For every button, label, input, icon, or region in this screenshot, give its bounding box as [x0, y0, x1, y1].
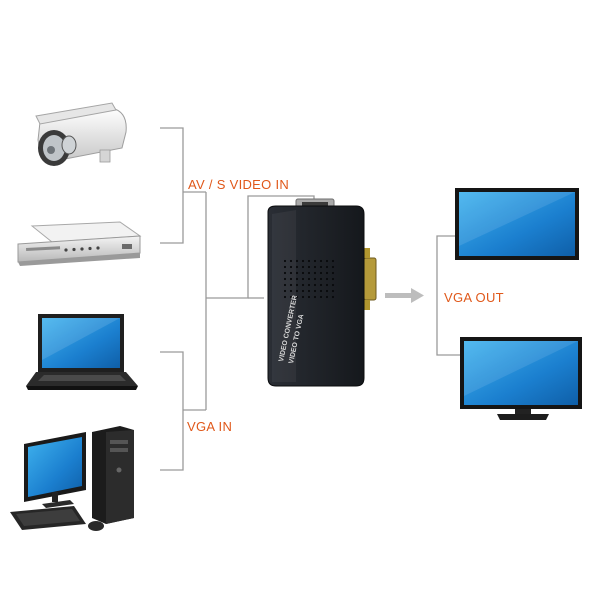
video-converter-device: VIDEO CONVERTER VIDEO TO VGA	[267, 198, 377, 387]
output-arrow	[385, 288, 424, 303]
laptop-icon	[26, 314, 138, 390]
av-feed-line	[206, 195, 315, 299]
desktop-computer-icon	[10, 426, 134, 531]
output-bracket	[436, 235, 460, 356]
output-monitor-bottom	[460, 337, 582, 420]
cctv-camera-icon	[35, 102, 127, 166]
connector-lines	[160, 127, 460, 471]
top-input-bracket	[160, 127, 184, 244]
vent-grille	[284, 258, 338, 300]
label-av-s-video-in: AV / S VIDEO IN	[188, 177, 290, 192]
output-monitor-top	[455, 188, 579, 260]
dvd-player-icon	[17, 221, 142, 266]
vga-port-connector	[363, 257, 377, 301]
label-vga-in: VGA IN	[187, 419, 233, 434]
bottom-input-bracket	[160, 351, 184, 471]
label-vga-out: VGA OUT	[444, 290, 504, 305]
